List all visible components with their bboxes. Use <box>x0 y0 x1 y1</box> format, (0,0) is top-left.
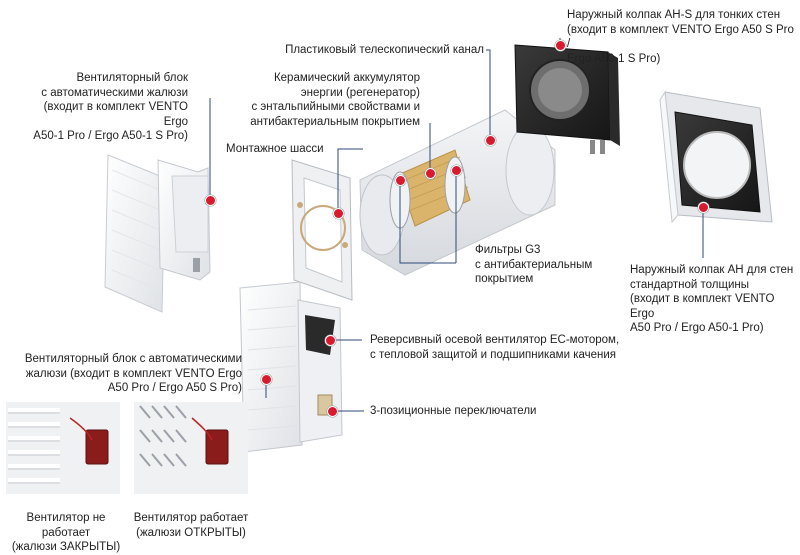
label-fan-on: Вентилятор работает (жалюзи ОТКРЫТЫ) <box>133 512 249 539</box>
label-regenerator: Керамический аккумулятор энергии (регене… <box>250 72 420 128</box>
marker-channel <box>485 135 496 146</box>
marker-cap-ah <box>698 202 709 213</box>
label-mount-chassis: Монтажное шасси <box>226 143 324 155</box>
louvers-open-photo <box>134 402 248 494</box>
marker-switches <box>327 406 338 417</box>
hood-ahs-illustration <box>514 44 620 154</box>
marker-filter-left <box>395 175 406 186</box>
fan-unit-bottom-illustration <box>239 281 343 453</box>
marker-filter-right <box>451 165 462 176</box>
marker-fan-unit-top <box>205 195 216 206</box>
label-fan-unit-bottom: Вентиляторный блок с автоматическими жал… <box>24 353 242 394</box>
telescopic-channel-illustration <box>359 109 556 276</box>
label-filters: Фильтры G3 с антибактериальным покрытием <box>475 244 593 285</box>
label-reversible-fan: Реверсивный осевой вентилятор ЕС-мотором… <box>370 334 620 361</box>
marker-regenerator <box>425 168 436 179</box>
label-switches: 3-позиционные переключатели <box>370 405 537 417</box>
mounting-chassis-illustration <box>291 159 353 301</box>
hood-ah-illustration <box>659 90 773 224</box>
marker-mount-chassis <box>333 208 344 219</box>
louvers-closed-photo <box>6 402 120 494</box>
marker-reversible-fan <box>325 335 336 346</box>
fan-unit-top-illustration <box>104 154 211 313</box>
marker-fan-unit-bottom <box>261 374 272 385</box>
label-cap-ahs: Наружный колпак АН-S для тонких стен (вх… <box>567 9 794 65</box>
label-cap-ah: Наружный колпак АН для стен стандартной … <box>630 264 794 334</box>
label-channel: Пластиковый телескопический канал <box>285 44 484 56</box>
label-fan-unit-top: Вентиляторный блок с автоматическими жал… <box>33 72 188 142</box>
marker-cap-ahs <box>555 40 566 51</box>
label-fan-off: Вентилятор не работает (жалюзи ЗАКРЫТЫ) <box>11 512 121 553</box>
